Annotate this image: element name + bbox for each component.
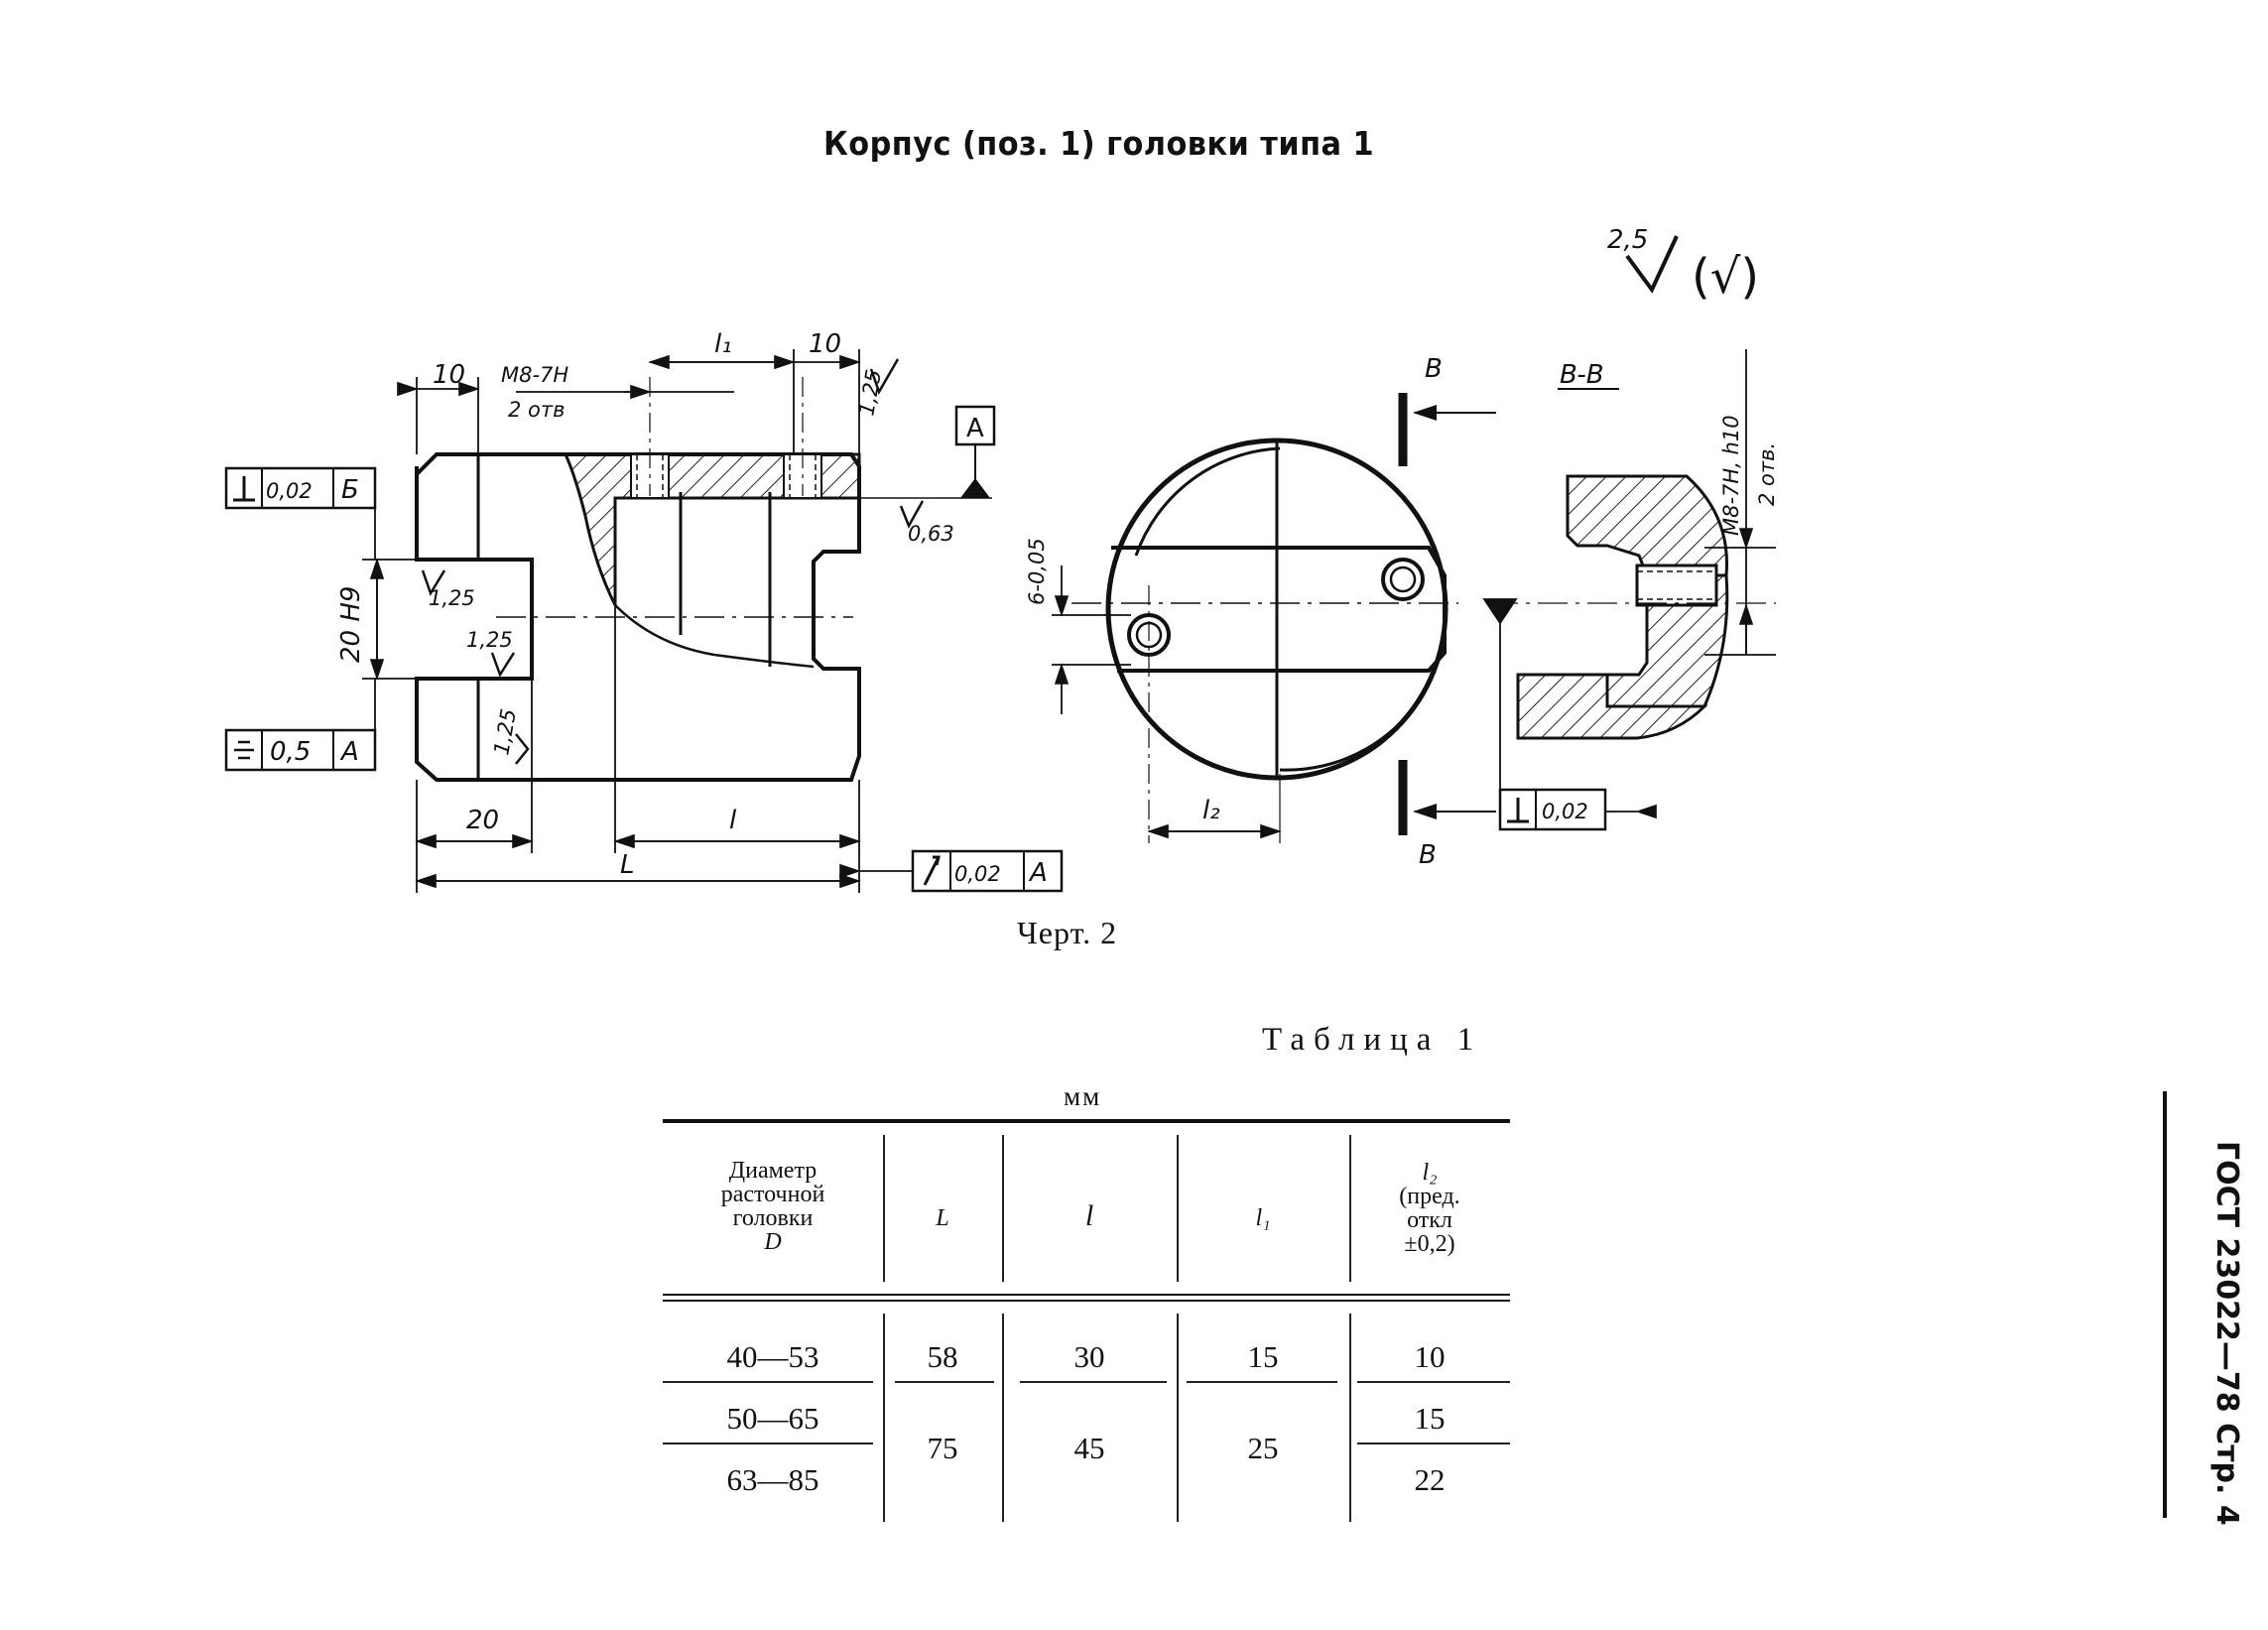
col-divider xyxy=(1349,1314,1351,1522)
dim-l: l xyxy=(729,806,737,835)
dim-20: 20 xyxy=(466,806,499,835)
tol-runout-datum: A xyxy=(1028,858,1048,888)
cell-l123: 25 xyxy=(1247,1431,1279,1465)
header-l2: l₂ (пред. откл ±0,2) xyxy=(1349,1161,1510,1256)
drawing-caption: Черт. 2 xyxy=(1017,915,1118,950)
dim-l1: l₁ xyxy=(714,329,732,359)
tolerance-frame-runout: 0,02 A xyxy=(911,849,1064,893)
table-title: Таблица 1 xyxy=(1262,1022,1483,1058)
cell-d3: 63—85 xyxy=(726,1462,819,1497)
cell-L1: 58 xyxy=(927,1339,958,1374)
thread-side: M8-7H, h10 xyxy=(1719,415,1743,536)
cell-L23: 75 xyxy=(927,1431,958,1465)
roughness-marks-front xyxy=(421,358,925,765)
row-rule xyxy=(663,1442,873,1444)
rough-125-a: 1,25 xyxy=(429,586,475,610)
roughness-paren-symbol: (√) xyxy=(1692,249,1759,305)
page-title: Корпус (поз. 1) головки типа 1 xyxy=(823,124,1375,163)
dim-thread-count: 2 отв xyxy=(508,398,566,422)
tolerance-frame-symmetry: 0,5 A xyxy=(224,728,377,772)
tol-perp2-value: 0,02 xyxy=(1542,800,1588,823)
roughness-general-symbol: 2,5 (√) xyxy=(1607,225,1759,305)
row-rule xyxy=(1357,1381,1510,1383)
header-l2-line3: откл xyxy=(1407,1207,1452,1233)
tol-perp-datum: Б xyxy=(341,475,359,505)
cell-l2-1: 10 xyxy=(1414,1339,1446,1374)
dim-L: L xyxy=(620,850,635,880)
col-divider xyxy=(883,1314,885,1522)
front-view-dimensions xyxy=(362,349,913,893)
col-divider xyxy=(1002,1314,1004,1522)
dim-l2: l₂ xyxy=(1202,796,1220,825)
col-divider xyxy=(883,1135,885,1282)
cell-d1: 40—53 xyxy=(726,1339,819,1374)
tol-sym-value: 0,5 xyxy=(270,737,311,767)
technical-drawing: 2,5 (√) xyxy=(224,225,1779,893)
header-diameter: Диаметр расточной головки D xyxy=(663,1159,883,1254)
col-divider xyxy=(1177,1314,1179,1522)
tolerance-frame-perpendicularity: 0,02 Б xyxy=(224,466,377,510)
table-unit: мм xyxy=(1064,1081,1102,1111)
datum-a-label: A xyxy=(966,414,984,443)
header-l2-line2: (пред. xyxy=(1399,1184,1460,1209)
section-label-top: B xyxy=(1425,354,1443,384)
end-view xyxy=(1071,438,1458,843)
section-bb-dimensions xyxy=(1482,349,1776,819)
dim-6: 6-0,05 xyxy=(1025,538,1049,605)
cell-l2-2: 15 xyxy=(1414,1401,1446,1436)
header-diameter-line4: D xyxy=(764,1229,782,1255)
section-label-bottom: B xyxy=(1419,840,1437,870)
cell-l11: 15 xyxy=(1247,1339,1279,1374)
row-rule xyxy=(1187,1381,1337,1383)
dimensions-table: Диаметр расточной головки D L l l₁ l₂ (п… xyxy=(663,1119,1510,1522)
roughness-general-value: 2,5 xyxy=(1607,225,1648,255)
dim-10-right: 10 xyxy=(809,329,841,359)
datum-a-marker: A xyxy=(859,405,996,499)
tol-perp-value: 0,02 xyxy=(266,479,313,503)
end-view-dimensions xyxy=(1052,565,1282,839)
front-view xyxy=(415,377,861,782)
side-document-code: ГОСТ 23022—78 Стр. 4 xyxy=(2205,1141,2244,1526)
table-header-rule-1 xyxy=(663,1294,1510,1296)
header-l2-line4: ±0,2) xyxy=(1404,1231,1455,1257)
header-L: L xyxy=(936,1205,949,1231)
rough-063: 0,63 xyxy=(908,522,954,546)
header-l2-line1: l₂ xyxy=(1422,1160,1438,1186)
table-top-rule xyxy=(663,1119,1510,1123)
tol-runout-value: 0,02 xyxy=(954,862,1001,886)
side-rule xyxy=(2163,1091,2167,1518)
row-rule xyxy=(895,1381,994,1383)
tol-sym-datum: A xyxy=(339,737,359,767)
side-document-code-text: ГОСТ 23022—78 Стр. 4 xyxy=(2209,1141,2244,1526)
section-bb-view xyxy=(1516,474,1729,740)
thread-side-count: 2 отв. xyxy=(1755,442,1779,506)
dim-thread: M8-7H xyxy=(501,363,568,387)
section-cut-markers xyxy=(1398,393,1496,835)
table-header-rule-2 xyxy=(663,1300,1510,1302)
section-title: B-B xyxy=(1560,360,1604,390)
row-rule xyxy=(663,1381,873,1383)
cell-d2: 50—65 xyxy=(726,1401,819,1436)
row-rule xyxy=(1357,1442,1510,1444)
tolerance-frame-perpendicularity-2: 0,02 xyxy=(1498,788,1607,831)
rough-125-b: 1,25 xyxy=(466,628,513,652)
rough-125-c: 1,25 xyxy=(489,707,521,757)
dim-10-left: 10 xyxy=(433,360,465,390)
col-divider xyxy=(1002,1135,1004,1282)
header-diameter-line2: расточной xyxy=(720,1182,825,1207)
header-diameter-line3: головки xyxy=(732,1205,814,1231)
dim-20H9: 20 H9 xyxy=(336,586,366,663)
row-rule xyxy=(1020,1381,1167,1383)
header-diameter-line1: Диаметр xyxy=(728,1158,818,1184)
cell-l2-3: 22 xyxy=(1414,1462,1446,1497)
header-l1: l₁ xyxy=(1255,1205,1271,1231)
col-divider xyxy=(1349,1135,1351,1282)
header-l: l xyxy=(1084,1199,1094,1232)
col-divider xyxy=(1177,1135,1179,1282)
cell-l23: 45 xyxy=(1073,1431,1105,1465)
cell-l1: 30 xyxy=(1073,1339,1105,1374)
